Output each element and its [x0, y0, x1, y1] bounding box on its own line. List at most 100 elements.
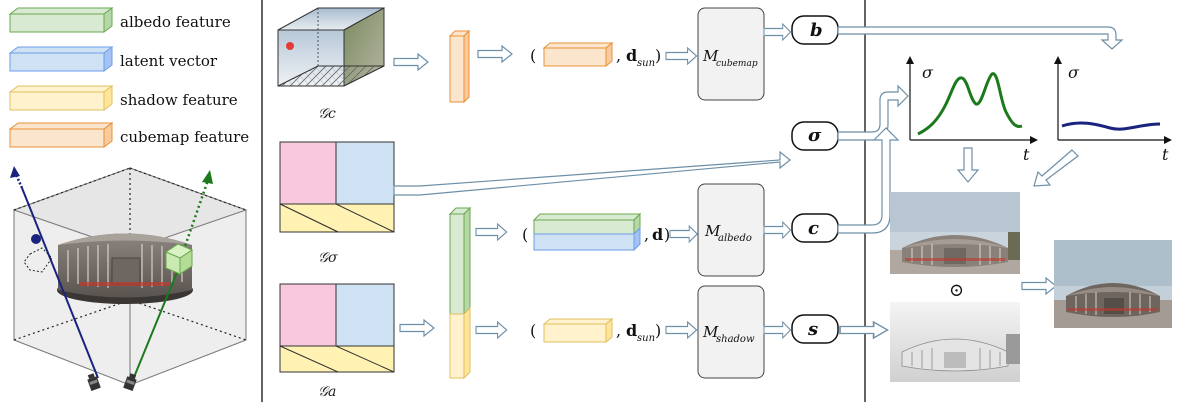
- module-albedo-sub: albedo: [718, 233, 752, 244]
- input-dsun-2: d: [626, 321, 637, 340]
- composite-operator: ⊙: [949, 280, 964, 301]
- building-banner: [80, 282, 170, 286]
- rendered-shadow-image: [890, 302, 1020, 382]
- legend: albedo feature latent vector shadow feat…: [8, 7, 249, 148]
- arrow-b-to-plot: [837, 26, 1124, 50]
- tuple-close-paren-3: ): [655, 321, 661, 340]
- grid-albedo-label: 𝒢a: [318, 384, 336, 400]
- arrow-m-shadow-to-s: [763, 321, 792, 339]
- grid-albedo-left-face: [279, 283, 337, 347]
- output-c: c: [791, 213, 839, 243]
- module-cubemap-sub: cubemap: [716, 59, 758, 69]
- scene-cube-hidden-edge-1: [13, 167, 131, 211]
- arrow-cubemap-feature-to-input: [477, 45, 513, 63]
- column-albedo-part: [449, 213, 465, 315]
- camera-ray-2-arrowhead: [202, 170, 213, 184]
- tuple-open-paren-3: (: [530, 321, 536, 340]
- arrow-to-m-shadow: [665, 321, 698, 339]
- sample-voxel-green: [164, 243, 194, 275]
- column-shadow-part: [449, 313, 465, 379]
- tuple-comma-3: ,: [616, 321, 621, 340]
- output-s: s: [791, 314, 839, 344]
- camera-ray-1-solid: [21, 187, 99, 379]
- input-dsun-1: d: [626, 46, 637, 65]
- grid-cubemap-label: 𝒢c: [318, 106, 336, 122]
- arrow-plot2-to-albedo-image: [1033, 149, 1079, 187]
- arrow-to-m-cubemap: [665, 47, 698, 65]
- final-rendered-image: [1054, 240, 1172, 328]
- legend-latent-front: [9, 52, 105, 72]
- legend-cubemap-side: [103, 122, 113, 148]
- scene-cube-hidden-edge-2: [129, 167, 247, 211]
- legend-albedo-top: [8, 7, 114, 15]
- legend-shadow-swatch: [8, 85, 114, 111]
- grid-albedo: 𝒢a: [279, 283, 395, 400]
- tuple-close-paren-1: ): [655, 46, 661, 65]
- arrow-grid-sigma-to-sigma: [393, 150, 791, 196]
- legend-albedo-front: [9, 13, 105, 33]
- output-c-label: c: [808, 218, 819, 239]
- sun-position-marker: [286, 42, 294, 50]
- cubemap-feature-slab: [542, 41, 614, 68]
- camera-icon-2: [123, 373, 137, 391]
- legend-latent-label: latent vector: [120, 52, 218, 70]
- arrow-sigma-to-plot: [837, 84, 909, 141]
- tuple-comma-1: ,: [616, 46, 621, 65]
- scene-illustration: [10, 166, 248, 391]
- grid-sigma-label: 𝒢σ: [318, 250, 338, 266]
- legend-latent-side: [103, 46, 113, 72]
- building-model: [57, 233, 193, 304]
- sample-point-blue: [31, 234, 41, 244]
- legend-shadow-front: [9, 91, 105, 111]
- output-b-label: b: [810, 20, 823, 41]
- tuple-close-paren-2: ): [664, 225, 670, 244]
- arrow-grid-to-cubemap-feature: [393, 53, 429, 71]
- sample-voxel-outline: [23, 247, 53, 273]
- grid-cubemap-floor: [277, 65, 385, 87]
- tuple-open-paren-2: (: [522, 225, 528, 244]
- arrow-to-final-image: [1021, 277, 1057, 295]
- legend-latent-top: [8, 46, 114, 54]
- output-b: b: [791, 15, 839, 45]
- output-sigma: σ: [791, 121, 839, 151]
- plot1-x-axis-label: t: [1023, 145, 1030, 164]
- arrow-m-cubemap-to-b: [763, 23, 792, 41]
- grid-sigma: 𝒢σ: [279, 141, 395, 266]
- module-albedo-name: M: [704, 222, 721, 240]
- arrow-to-m-albedo: [669, 225, 698, 243]
- arrow-m-albedo-to-c: [763, 221, 792, 239]
- legend-cubemap-front: [9, 128, 105, 148]
- grid-sigma-left-face: [279, 141, 337, 205]
- arrow-plot1-to-albedo-image: [956, 147, 980, 183]
- output-s-label: s: [807, 319, 818, 340]
- legend-albedo-side: [103, 7, 113, 33]
- arrow-column-to-shadow-input: [475, 321, 508, 339]
- module-shadow-name: M: [702, 323, 719, 341]
- shadow-feature-slab: [542, 317, 614, 344]
- legend-cubemap-swatch: [8, 122, 114, 148]
- legend-shadow-label: shadow feature: [120, 91, 238, 109]
- grid-sigma-right-face: [335, 141, 395, 205]
- camera-ray-2-solid: [131, 259, 183, 383]
- scene-cube-hidden-edge-4: [13, 299, 131, 341]
- plot1-y-axis-label: σ: [922, 63, 934, 82]
- module-cubemap: M cubemap: [697, 7, 765, 101]
- scene-cube-hidden-edge-5: [129, 299, 247, 341]
- input-dsun-2-sub: sun: [637, 333, 655, 344]
- albedo-latent-slab: [532, 212, 642, 252]
- camera-ray-1-arrowhead: [10, 166, 20, 178]
- legend-cubemap-label: cubemap feature: [120, 128, 249, 146]
- plot1-density-curve: [917, 72, 1023, 136]
- albedo-shadow-feature-column: [448, 206, 472, 380]
- legend-shadow-top: [8, 85, 114, 93]
- legend-latent-swatch: [8, 46, 114, 72]
- legend-albedo-swatch: [8, 7, 114, 33]
- plot2-x-axis-label: t: [1162, 145, 1169, 164]
- camera-ray-2-dotted: [180, 179, 210, 256]
- input-dsun-1-sub: sun: [637, 58, 655, 69]
- tuple-comma-2: ,: [644, 225, 649, 244]
- rendered-albedo-image: [890, 192, 1020, 274]
- plot2-density-curve: [1061, 121, 1161, 131]
